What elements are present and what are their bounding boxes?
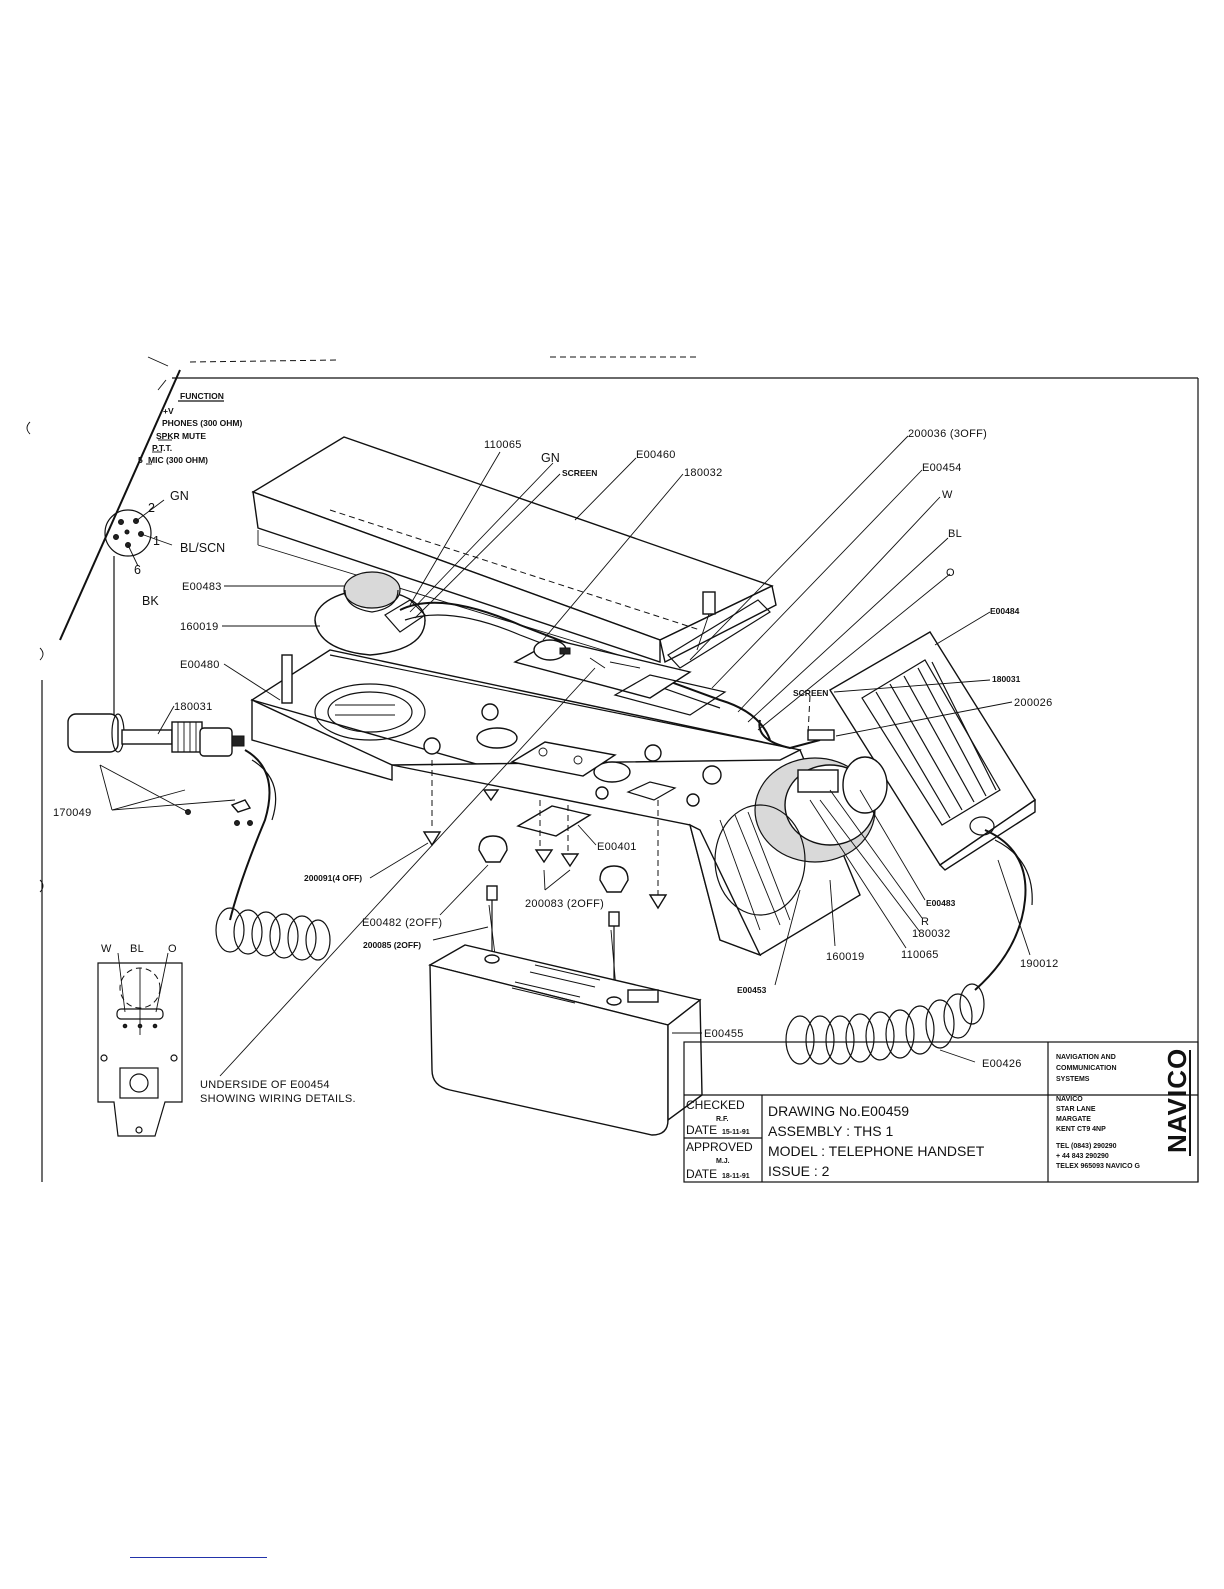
- address-line-2: STAR LANE: [1056, 1106, 1096, 1113]
- contact-line-1: TEL (0843) 290290: [1056, 1143, 1117, 1150]
- left-coiled-cord: [215, 907, 331, 961]
- hardware-fasteners: [422, 760, 668, 1001]
- date-1-label: DATE: [686, 1123, 717, 1137]
- function-row-1: +V: [163, 406, 174, 416]
- mouthpiece-capsule: [714, 719, 888, 931]
- date-2-value: 18-11-91: [722, 1173, 750, 1180]
- label-e00426: E00426: [982, 1058, 1022, 1070]
- label-e00455: E00455: [704, 1028, 744, 1040]
- underside-caption-line-1: UNDERSIDE OF E00454: [200, 1079, 330, 1091]
- label-e00460: E00460: [636, 449, 676, 461]
- date-2-label: DATE: [686, 1167, 717, 1181]
- underside-label-o: O: [168, 943, 177, 955]
- label-e00454: E00454: [922, 462, 962, 474]
- contact-line-3: TELEX 965093 NAVICO G: [1056, 1163, 1140, 1170]
- label-160019-right: 160019: [826, 951, 865, 963]
- model-name: MODEL : TELEPHONE HANDSET: [768, 1143, 985, 1159]
- label-110065-top: 110065: [484, 439, 522, 451]
- underside-label-w: W: [101, 943, 112, 955]
- function-header: FUNCTION: [180, 391, 224, 401]
- address-line-1: NAVICO: [1056, 1096, 1083, 1103]
- company-line-2: COMMUNICATION: [1056, 1065, 1117, 1072]
- leader-lines: [157, 435, 1031, 1063]
- label-bl: BL: [948, 528, 962, 540]
- label-110065-right: 110065: [901, 949, 939, 961]
- label-200083: 200083 (2OFF): [525, 898, 604, 910]
- address-line-4: KENT CT9 4NP: [1056, 1126, 1106, 1133]
- label-170049: 170049: [53, 807, 92, 819]
- assembly-number: ASSEMBLY : THS 1: [768, 1123, 893, 1139]
- label-180031-right: 180031: [992, 674, 1021, 684]
- pin-bl-scn-label: BL/SCN: [180, 541, 225, 555]
- label-180031-left: 180031: [174, 701, 213, 713]
- lower-housing: [250, 649, 861, 957]
- right-coiled-cord: [785, 829, 1033, 1065]
- label-o: O: [946, 567, 955, 579]
- pcb-assembly: [513, 639, 727, 716]
- margin-marks: [26, 421, 44, 1138]
- function-row-2: PHONES (300 OHM): [162, 418, 242, 428]
- underside-label-bl: BL: [130, 943, 144, 955]
- function-row-5: MIC (300 OHM): [148, 455, 208, 465]
- earpiece-assembly: [314, 571, 771, 741]
- cradle-box: [428, 944, 703, 1136]
- label-e00483-right: E00483: [926, 898, 956, 908]
- company-line-1: NAVIGATION AND: [1056, 1054, 1116, 1061]
- contact-line-2: + 44 843 290290: [1056, 1153, 1109, 1160]
- label-190012: 190012: [1020, 958, 1059, 970]
- label-screen-top: SCREEN: [562, 468, 597, 478]
- issue-number: ISSUE : 2: [768, 1163, 830, 1179]
- label-e00480: E00480: [180, 659, 220, 671]
- connector-function-table: FUNCTION +V PHONES (300 OHM) SPKR MUTE P…: [138, 391, 242, 465]
- date-1-value: 15-11-91: [722, 1129, 750, 1136]
- label-200091: 200091(4 OFF): [304, 873, 362, 883]
- label-e00482: E00482 (2OFF): [362, 917, 442, 929]
- label-e00453: E00453: [737, 985, 767, 995]
- label-160019-left: 160019: [180, 621, 219, 633]
- label-200036: 200036 (3OFF): [908, 428, 987, 440]
- label-gn: GN: [541, 451, 560, 465]
- part-labels: 110065 GN SCREEN E00460 180032 200036 (3…: [53, 428, 1059, 1070]
- label-w: W: [942, 489, 953, 501]
- checked-initials: R.F.: [716, 1116, 729, 1123]
- approved-label: APPROVED: [686, 1140, 753, 1154]
- pin-2-label: 2: [148, 501, 155, 515]
- company-line-3: SYSTEMS: [1056, 1076, 1090, 1083]
- approved-initials: M.J.: [716, 1158, 730, 1165]
- function-row-5-number: 5: [138, 455, 143, 465]
- drawing-number: DRAWING No.E00459: [768, 1103, 909, 1119]
- pin-gn-label: GN: [170, 489, 189, 503]
- label-180032-right: 180032: [912, 928, 951, 940]
- pin-6-label: 6: [134, 563, 141, 577]
- function-row-3: SPKR MUTE: [156, 431, 206, 441]
- underside-inset: W BL O UNDERSIDE OF E00454 SHOWING WIRIN…: [97, 667, 596, 1137]
- footer-rule: [130, 1557, 267, 1558]
- function-row-4: P.T.T.: [152, 443, 172, 453]
- pin-1-label: 1: [153, 534, 160, 548]
- connector-plug: [67, 713, 277, 921]
- label-200026: 200026: [1014, 697, 1053, 709]
- label-e00483-left: E00483: [182, 581, 222, 593]
- navico-logo: NAVICO: [1162, 1048, 1192, 1153]
- label-e00401: E00401: [597, 841, 637, 853]
- underside-caption-line-2: SHOWING WIRING DETAILS.: [200, 1093, 356, 1105]
- label-200085: 200085 (2OFF): [363, 940, 421, 950]
- pin-diagram: 2 GN 1 BL/SCN 6 BK: [104, 489, 225, 720]
- label-e00484: E00484: [990, 606, 1020, 616]
- label-r: R: [921, 916, 929, 928]
- pin-bk-label: BK: [142, 594, 159, 608]
- label-screen-right: SCREEN: [793, 688, 828, 698]
- checked-label: CHECKED: [686, 1098, 745, 1112]
- address-line-3: MARGATE: [1056, 1116, 1091, 1123]
- title-block: CHECKED R.F. DATE 15-11-91 APPROVED M.J.…: [683, 1041, 1199, 1183]
- label-180032-top: 180032: [684, 467, 723, 479]
